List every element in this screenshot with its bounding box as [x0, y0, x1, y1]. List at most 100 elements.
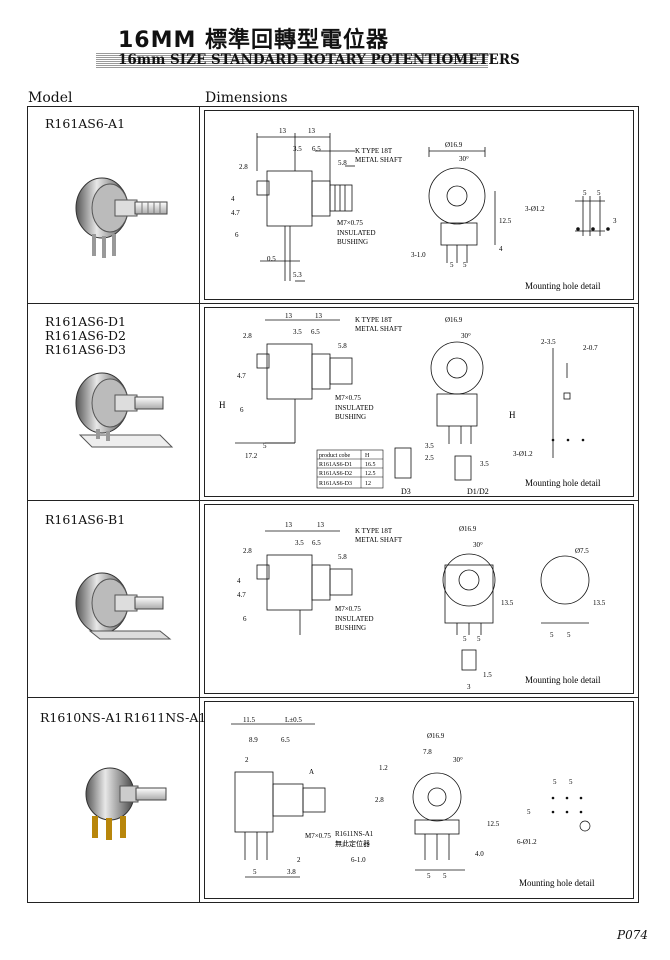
mounting-hole-label: Mounting hole detail — [525, 675, 601, 685]
dim-13: 13 — [308, 127, 316, 135]
table-header: H — [365, 453, 370, 459]
model-name: R1611NS-A1 — [124, 710, 207, 725]
page-number: P074 — [617, 928, 648, 942]
potentiometer-photo-1610ns — [85, 767, 167, 840]
no-locator-label: 無此定位器 — [335, 839, 370, 848]
dim-5-8: 5.8 — [338, 553, 347, 561]
dim-0-5: 0.5 — [267, 255, 276, 263]
page-title-en: 16mm SIZE STANDARD ROTARY POTENTIOMETERS — [118, 52, 520, 68]
dim-5: 5 — [263, 442, 267, 450]
hole-spec: 3-Ø1.2 — [525, 205, 545, 213]
dim-12-5: 12.5 — [499, 217, 512, 225]
dim-3: 3 — [613, 217, 617, 225]
model-name: R1610NS-A1 — [40, 710, 123, 725]
dim-5: 5 — [450, 261, 454, 269]
dim-13: 13 — [285, 312, 293, 320]
potentiometer-photo-b1 — [75, 572, 172, 640]
dim-1-2: 1.2 — [379, 764, 388, 772]
angle-30: 30° — [461, 332, 471, 340]
dim-5: 5 — [567, 631, 571, 639]
dim-5: 5 — [569, 778, 573, 786]
potentiometer-photo-a1 — [75, 177, 168, 258]
row-divider — [27, 500, 639, 501]
dim-7-5: Ø7.5 — [575, 547, 589, 555]
dimension-drawing-1610ns: 11.5 L±0.5 8.9 6.5 2 A M7×0.75 5 3.8 2 Ø… — [231, 716, 595, 888]
dim-2-8: 2.8 — [243, 547, 252, 555]
table-cell: 12.5 — [365, 471, 376, 477]
dim-3: 3 — [467, 683, 471, 691]
angle-30: 30° — [473, 541, 483, 549]
dim-1-5: 1.5 — [483, 671, 492, 679]
table-cell: R161AS6-D1 — [319, 462, 352, 468]
hole-spec: 6-Ø1.2 — [517, 838, 537, 846]
catalog-frame — [27, 106, 639, 903]
m7-label: M7×0.75 — [305, 832, 331, 840]
bushing-label: BUSHING — [337, 238, 368, 246]
dimension-drawing-d1: product cobe H R161AS6-D1 16.5 R161AS6-D… — [219, 312, 601, 496]
dim-2-0-7: 2-0.7 — [583, 344, 598, 352]
dim-4-7: 4.7 — [237, 372, 246, 380]
bushing-label: BUSHING — [335, 624, 366, 632]
dim-3-5: 3.5 — [480, 460, 489, 468]
angle-30: 30° — [453, 756, 463, 764]
m7-label: M7×0.75 — [335, 605, 361, 613]
dim-13: 13 — [279, 127, 287, 135]
dim-2: 2 — [245, 756, 249, 764]
table-cell: 12 — [365, 481, 371, 487]
dim-2-8: 2.8 — [243, 332, 252, 340]
mounting-hole-label: Mounting hole detail — [525, 478, 601, 488]
dim-6: 6 — [243, 615, 247, 623]
dim-3-5: 3.5 — [295, 539, 304, 547]
dim-6: 6 — [240, 406, 244, 414]
r1611-label: R1611NS-A1 — [335, 830, 374, 838]
title-underline-bar — [96, 52, 488, 68]
dim-3-5: 3.5 — [293, 328, 302, 336]
dim-13: 13 — [317, 521, 325, 529]
dim-5-3: 5.3 — [293, 271, 302, 279]
dim-5: 5 — [550, 631, 554, 639]
dim-6-5: 6.5 — [311, 328, 320, 336]
dim-16-9: Ø16.9 — [427, 732, 445, 740]
mounting-hole-label: Mounting hole detail — [519, 878, 595, 888]
column-header-dimensions: Dimensions — [205, 90, 288, 106]
row-divider — [27, 697, 639, 698]
dim-0-6: 6 — [235, 231, 239, 239]
dim-3-1-0: 3-1.0 — [411, 251, 426, 259]
dim-5: 5 — [463, 635, 467, 643]
dim-2-3-5: 2-3.5 — [541, 338, 556, 346]
table-cell: R161AS6-D2 — [319, 471, 352, 477]
dim-h: H — [509, 410, 516, 420]
dim-4: 4 — [499, 245, 503, 253]
dim-6-5: 6.5 — [312, 145, 321, 153]
metal-shaft-label: METAL SHAFT — [355, 325, 403, 333]
insulated-label: INSULATED — [335, 615, 374, 623]
dim-4-0: 4.0 — [475, 850, 484, 858]
model-name: R161AS6-B1 — [45, 512, 126, 527]
ktype-label: K TYPE 18T — [355, 527, 393, 535]
ktype-label: K TYPE 18T — [355, 147, 393, 155]
dim-5: 5 — [583, 189, 587, 197]
dim-6-5: 6.5 — [281, 736, 290, 744]
dim-5: 5 — [443, 872, 447, 880]
dim-16-9: Ø16.9 — [445, 316, 463, 324]
row-divider — [27, 303, 639, 304]
hole-spec: 3-Ø1.2 — [513, 450, 533, 458]
dim-3-5: 3.5 — [425, 442, 434, 450]
insulated-label: INSULATED — [335, 404, 374, 412]
d3-label: D3 — [401, 487, 411, 496]
m7-label: M7×0.75 — [335, 394, 361, 402]
m7-label: M7×0.75 — [337, 219, 363, 227]
dim-5: 5 — [553, 778, 557, 786]
column-divider — [199, 106, 200, 903]
dim-17-2: 17.2 — [245, 452, 258, 460]
dim-h: H — [219, 400, 226, 410]
dim-16-9: Ø16.9 — [459, 525, 477, 533]
dimension-drawing-a1: 13 13 3.5 6.5 5.8 K TYPE 18T METAL SHAFT… — [231, 127, 617, 291]
dim-4-7: 4.7 — [231, 209, 240, 217]
dim-5: 5 — [477, 635, 481, 643]
model-name: R161AS6-D1 — [45, 314, 127, 329]
mounting-hole-label: Mounting hole detail — [525, 281, 601, 291]
bushing-label: BUSHING — [335, 413, 366, 421]
dimension-panel-1 — [204, 110, 634, 300]
dim-13: 13 — [285, 521, 293, 529]
